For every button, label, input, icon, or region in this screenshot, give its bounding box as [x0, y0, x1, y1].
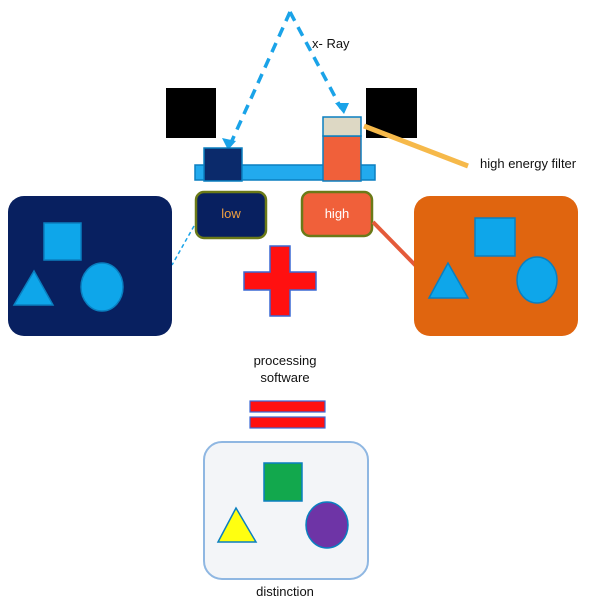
xray-label: x- Ray	[312, 36, 350, 51]
high-label: high	[324, 206, 350, 221]
processing-label-line2: software	[260, 370, 310, 385]
low-circle-icon	[80, 262, 124, 312]
high-label-box	[300, 190, 374, 238]
high-energy-detector	[322, 135, 362, 182]
xray-arrowhead-right	[335, 103, 349, 114]
result-circle-icon	[305, 501, 349, 549]
result-triangle-icon	[216, 506, 258, 543]
low-energy-detector	[203, 147, 243, 182]
xray-beam-right	[288, 11, 343, 109]
filter-pointer-line	[363, 123, 469, 169]
low-energy-image	[8, 196, 172, 336]
low-label: low	[221, 206, 241, 221]
high-energy-filter	[322, 116, 362, 137]
low-square-icon	[43, 222, 82, 261]
low-connector-line	[171, 225, 195, 266]
plus-sign	[243, 245, 317, 317]
high-square-icon	[474, 217, 516, 257]
result-square-icon	[263, 462, 303, 502]
xray-arrowhead-left	[222, 138, 236, 150]
low-label-box	[194, 190, 268, 240]
high-circle-icon	[516, 256, 558, 304]
high-connector-line	[371, 220, 418, 268]
low-triangle-icon	[12, 269, 55, 306]
xray-beam-left	[228, 11, 292, 146]
filter-label: high energy filter	[480, 156, 577, 171]
collimator-left	[166, 88, 216, 138]
equals-bar-top	[249, 400, 326, 413]
distinction-label: distinction	[256, 584, 314, 599]
processing-label-line1: processing	[253, 353, 317, 368]
equals-bar-bottom	[249, 416, 326, 429]
high-triangle-icon	[427, 261, 470, 299]
